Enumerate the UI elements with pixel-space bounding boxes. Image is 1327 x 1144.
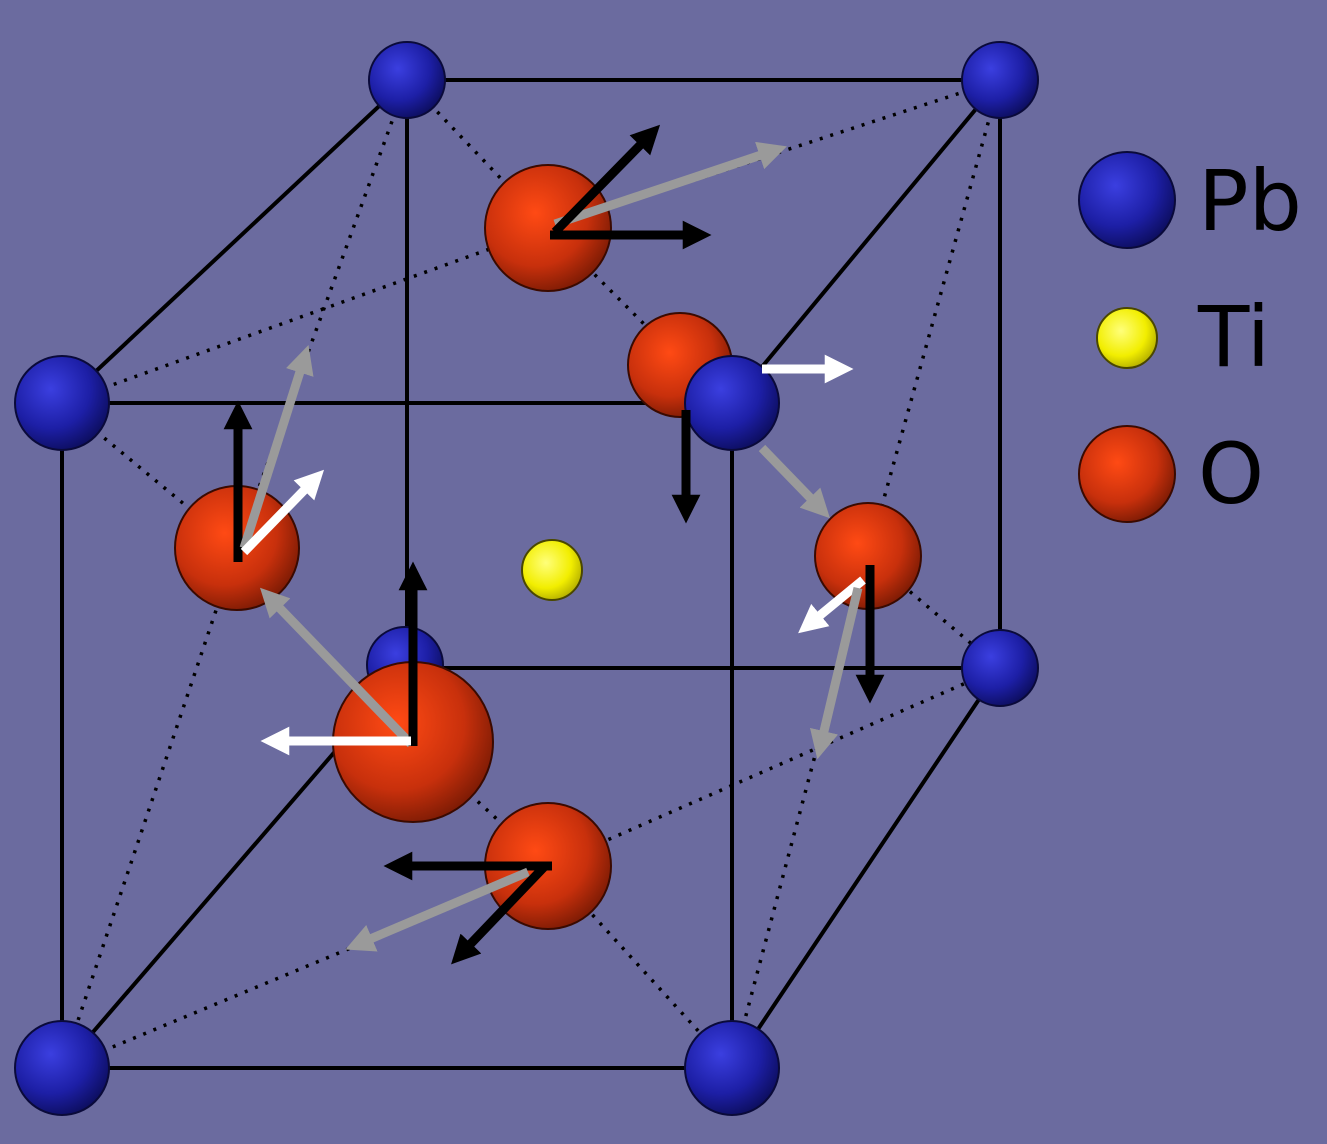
gray-arrow <box>259 587 415 748</box>
legend-swatch-o <box>1078 425 1176 523</box>
pb-atom <box>684 355 780 451</box>
pb-atom <box>368 41 446 119</box>
legend-swatch-pb <box>1078 151 1176 249</box>
pb-atom <box>961 41 1039 119</box>
ti-atom <box>521 539 583 601</box>
black-arrow <box>451 862 549 965</box>
legend-item-ti: Ti <box>1096 288 1270 386</box>
black-arrow <box>551 124 661 236</box>
legend-label-pb: Pb <box>1198 152 1302 250</box>
pb-atom <box>684 1020 780 1116</box>
pb-atom <box>961 629 1039 707</box>
legend-item-o: O <box>1078 425 1264 523</box>
legend: Pb Ti O <box>1078 151 1302 523</box>
gray-arrow <box>758 444 831 519</box>
displacement-arrows <box>223 124 885 965</box>
gray-arrow <box>345 867 530 952</box>
pb-atom <box>14 1020 110 1116</box>
edge <box>60 78 409 405</box>
white-arrow <box>240 469 325 556</box>
dotted-line <box>61 226 549 405</box>
legend-item-pb: Pb <box>1078 151 1302 250</box>
edge <box>730 666 1002 1070</box>
edge <box>730 78 1002 405</box>
o-atom <box>484 164 612 292</box>
gray-arrow <box>239 345 314 550</box>
cube-edges <box>60 78 1002 1070</box>
legend-label-o: O <box>1198 425 1264 523</box>
legend-swatch-ti <box>1096 307 1158 369</box>
gray-arrow <box>809 586 863 760</box>
pb-atom <box>14 355 110 451</box>
legend-label-ti: Ti <box>1197 288 1270 386</box>
gray-arrow <box>553 141 787 229</box>
